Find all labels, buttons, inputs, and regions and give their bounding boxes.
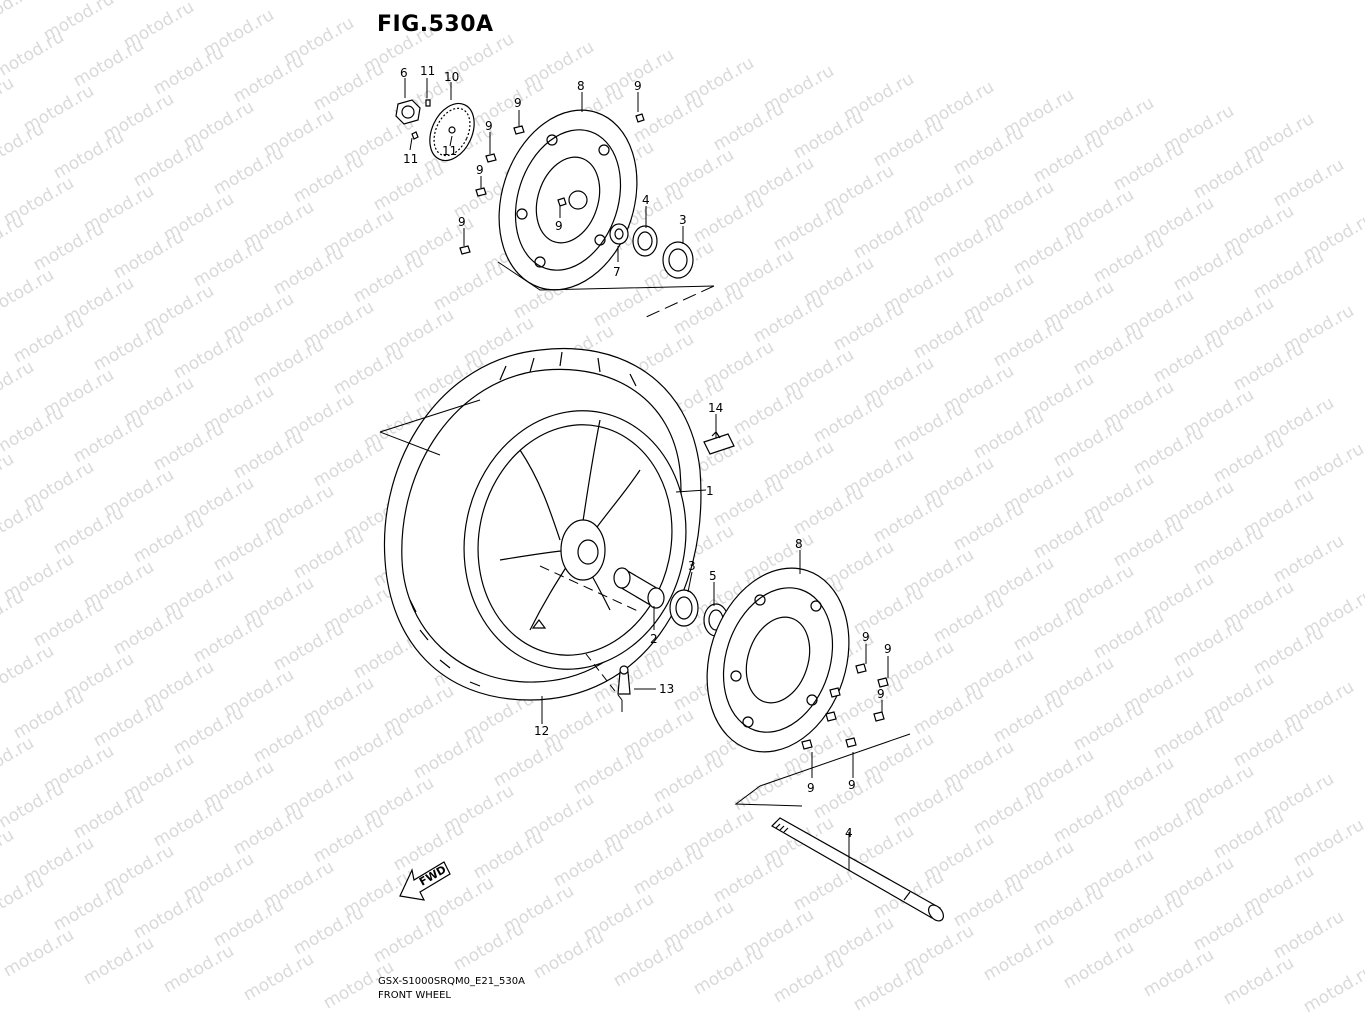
- part-8-brake-disc-upper: [498, 109, 638, 291]
- part-1-rim: [463, 410, 687, 670]
- part-13-valve: [617, 665, 631, 695]
- part-14-balance-weight: [703, 431, 735, 455]
- part-9-bolts-lower: [801, 663, 889, 750]
- callout-6: 6: [400, 66, 408, 80]
- callout-9: 9: [848, 778, 856, 792]
- callout-9: 9: [458, 215, 466, 229]
- callout-12: 12: [534, 724, 549, 738]
- callout-11: 11: [442, 144, 457, 158]
- fwd-arrow-icon: FWD: [399, 861, 451, 901]
- part-9-bolts-upper: [459, 113, 645, 255]
- callout-9: 9: [485, 119, 493, 133]
- callout-8: 8: [795, 537, 803, 551]
- callout-11: 11: [403, 152, 418, 166]
- figure-name: FRONT WHEEL: [378, 990, 451, 1001]
- callout-1: 1: [706, 484, 714, 498]
- callout-9: 9: [877, 687, 885, 701]
- part-10-sensor-rotor: [429, 102, 475, 162]
- part-2-spacer: [613, 567, 665, 609]
- callout-9: 9: [634, 79, 642, 93]
- figure-title: FIG.530A: [377, 12, 494, 37]
- callout-4: 4: [642, 193, 650, 207]
- part-8-brake-disc-lower: [706, 567, 850, 753]
- callout-7: 7: [613, 265, 621, 279]
- callout-labels: 6 11 10 11 11 8 9 9 9 9 9 9 4 3 7 14 1 8…: [400, 64, 892, 840]
- callout-4: 5: [709, 569, 717, 583]
- callout-5: 4: [845, 826, 853, 840]
- part-7-spacer: [609, 223, 629, 245]
- part-3-bearing-upper: [662, 241, 694, 279]
- callout-2: 2: [650, 632, 658, 646]
- callout-leaders: [404, 78, 889, 870]
- part-11-screws: [411, 99, 431, 140]
- callout-10: 10: [444, 70, 459, 84]
- callout-13: 13: [659, 682, 674, 696]
- callout-11: 11: [420, 64, 435, 78]
- part-4-oil-seal-upper: [632, 225, 658, 257]
- callout-3: 3: [688, 559, 696, 573]
- callout-9: 9: [807, 781, 815, 795]
- callout-9: 9: [476, 163, 484, 177]
- part-6-nut: [395, 99, 421, 125]
- callout-9: 9: [862, 630, 870, 644]
- callout-14: 14: [708, 401, 723, 415]
- part-5-axle: [771, 817, 944, 922]
- model-code: GSX-S1000SRQM0_E21_530A: [378, 976, 525, 987]
- part-3-bearing-lower: [669, 589, 699, 627]
- callout-9: 9: [514, 96, 522, 110]
- callout-9: 9: [884, 642, 892, 656]
- callout-9: 9: [555, 219, 563, 233]
- callout-3: 3: [679, 213, 687, 227]
- figure-footer: GSX-S1000SRQM0_E21_530A FRONT WHEEL: [378, 975, 525, 1003]
- callout-8: 8: [577, 79, 585, 93]
